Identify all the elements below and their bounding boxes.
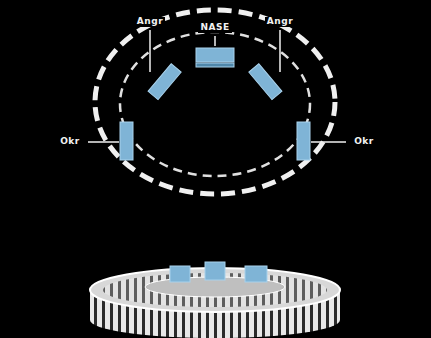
part-label: Okr xyxy=(352,137,376,147)
ring-label: NASE xyxy=(198,23,231,33)
part-label: Okr xyxy=(58,137,82,147)
ring-blocks xyxy=(120,48,310,160)
inner-ring xyxy=(120,32,310,176)
part-label: Angr xyxy=(265,17,295,27)
outer-ring xyxy=(95,10,335,194)
part-label: Angr xyxy=(135,17,165,27)
leader-lines xyxy=(88,30,346,142)
cylinder-base xyxy=(90,262,340,338)
